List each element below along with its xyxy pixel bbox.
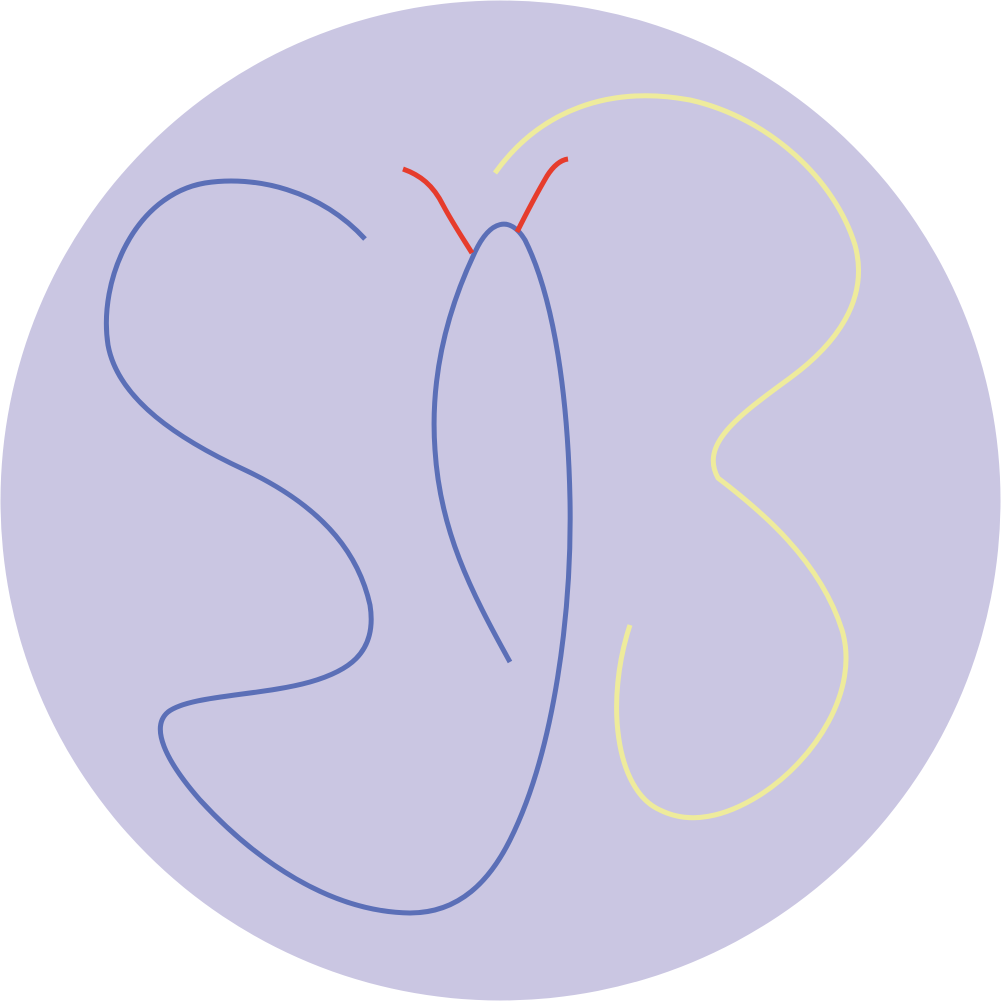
left-wing-line (103, 178, 573, 916)
left-antenna (402, 166, 475, 255)
right-wing-line (492, 93, 861, 821)
right-antenna (514, 156, 569, 234)
